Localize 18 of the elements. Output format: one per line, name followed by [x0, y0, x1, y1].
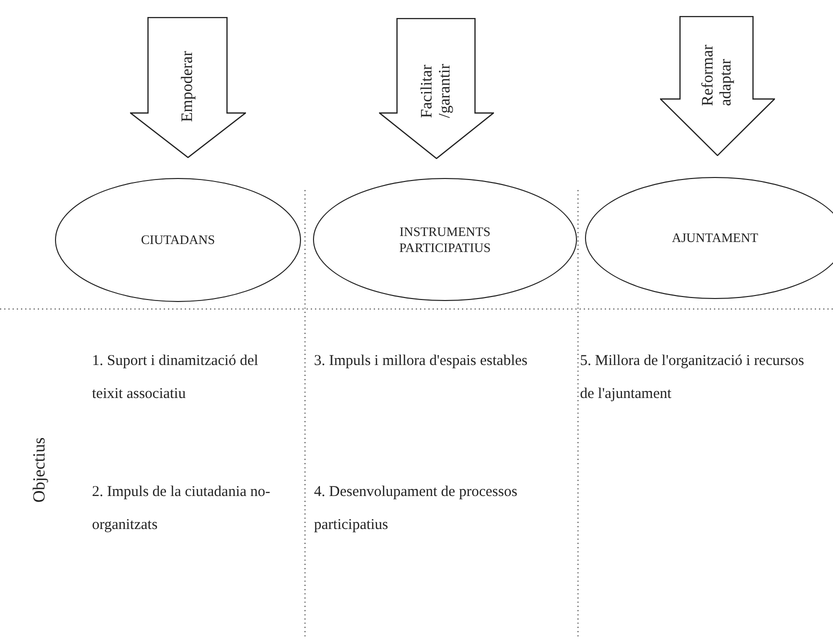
- block-arrow: [379, 18, 494, 159]
- arrow-label: Reformar adaptar: [698, 44, 734, 106]
- objective-text: 1. Suport i dinamització del teixit associatiu: [92, 352, 260, 404]
- ellipse: [313, 178, 577, 301]
- ellipse: [585, 177, 833, 299]
- ellipse: [55, 178, 301, 302]
- arrow-label: Empoderar: [178, 50, 196, 122]
- block-arrow: [660, 16, 775, 156]
- ellipse-label: CIUTADANS: [140, 232, 216, 248]
- ellipse-label: INSTRUMENTS PARTICIPATIUS: [398, 224, 492, 256]
- block-arrow: [130, 17, 246, 158]
- objective-text: 3. Impuls i millora d'espais estables: [314, 352, 529, 371]
- objective-text: 4. Desenvolupament de processos participatius: [314, 483, 518, 535]
- objective-text: 5. Millora de l'organització i recursos de l'ajuntament: [580, 352, 806, 404]
- ellipse-label: AJUNTAMENT: [672, 230, 758, 246]
- arrow-label: Facilitar /garantir: [418, 62, 454, 118]
- objective-text: 2. Impuls de la ciutadania no-organitzats: [92, 483, 272, 535]
- axis-label: Objectius: [30, 437, 50, 503]
